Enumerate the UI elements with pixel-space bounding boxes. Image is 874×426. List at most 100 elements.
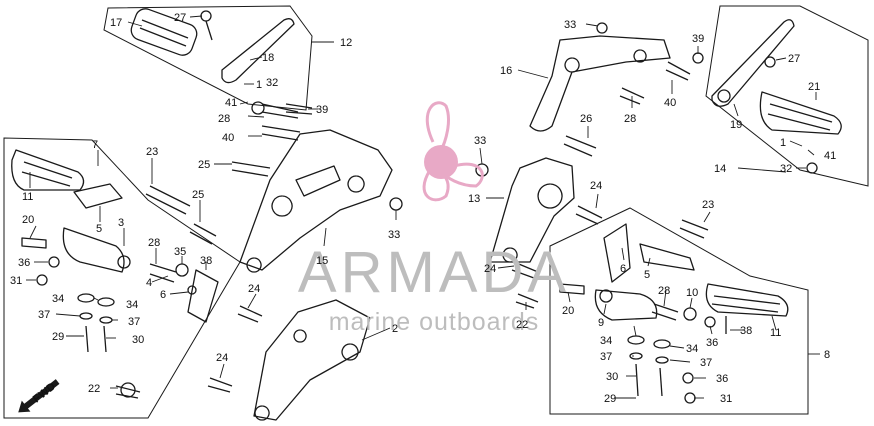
callout-8: 8 (824, 349, 830, 361)
frame-group-7 (3, 137, 241, 419)
part-peg-bar-19 (711, 19, 795, 107)
part-bracket-right-mount (603, 223, 631, 283)
callout-41-right: 41 (824, 150, 836, 162)
callout-15: 15 (316, 255, 328, 267)
part-bolt-22-right (515, 293, 539, 309)
part-bolt-25-b (189, 223, 217, 245)
part-bolt-23-right (679, 219, 709, 239)
callout-32-right: 32 (780, 163, 792, 175)
callout-30-left: 30 (132, 334, 144, 346)
group-frames (3, 5, 869, 419)
part-peg-rubber-11-left (11, 149, 85, 191)
callout-24-left-b: 24 (216, 352, 228, 364)
callout-37-right-a: 37 (600, 351, 612, 363)
frame-group-12 (103, 5, 313, 111)
part-nut-33-center-b (389, 197, 403, 211)
callout-27-left: 27 (174, 12, 186, 24)
part-peg-holder-3 (62, 227, 125, 273)
callout-20-left: 20 (22, 214, 34, 226)
part-plate-5-left (73, 183, 123, 209)
part-bracket-38-left (187, 269, 219, 323)
callout-14: 14 (714, 163, 726, 175)
callout-24-right-b: 24 (484, 263, 496, 275)
callout-1-right: 1 (780, 137, 786, 149)
part-bracket-16 (529, 35, 671, 132)
part-peg-rubber-21 (759, 91, 842, 135)
callout-30-right: 30 (606, 371, 618, 383)
part-stack-left (77, 293, 115, 353)
callout-11-right: 11 (770, 327, 781, 339)
callout-28-right: 28 (658, 285, 670, 297)
part-bolt-24-left-a (237, 305, 263, 323)
callout-19: 19 (730, 119, 742, 131)
part-washer-35 (175, 263, 189, 277)
callout-22-right: 22 (516, 319, 528, 331)
part-nut-32-right (806, 162, 818, 174)
callout-35: 35 (174, 246, 186, 258)
callout-37-left-a: 37 (38, 309, 50, 321)
callout-38-right: 38 (740, 325, 752, 337)
part-bolt-39-right (692, 52, 704, 64)
callout-41-left: 41 (225, 97, 237, 109)
part-bolts-center-left (251, 101, 313, 141)
armada-watermark: ARMADA marine outboards (298, 101, 570, 336)
callout-33-center-a: 33 (474, 135, 486, 147)
frame-group-8 (549, 207, 809, 415)
callout-22-left: 22 (88, 383, 100, 395)
callout-10: 10 (686, 287, 698, 299)
callout-34-left-b: 34 (126, 299, 138, 311)
part-nut-33-top (596, 22, 608, 34)
callout-9: 9 (598, 317, 604, 329)
callout-4: 4 (146, 277, 152, 289)
part-peg-holder-3-pivot (117, 255, 131, 269)
callout-32-left: 32 (266, 77, 278, 89)
callout-21: 21 (808, 81, 820, 93)
part-bolt-40-right (665, 61, 691, 81)
parts (11, 8, 842, 421)
part-plate-5-right (639, 243, 695, 271)
propeller-hub (424, 145, 458, 179)
callout-33-center-b: 33 (388, 229, 400, 241)
part-bolt-24-left-b (207, 377, 233, 393)
callout-37-left-b: 37 (128, 316, 140, 328)
callout-23-left: 23 (146, 146, 158, 158)
callout-36-left: 36 (18, 257, 30, 269)
part-pin-6-left (187, 285, 197, 295)
callout-36-right: 36 (706, 337, 718, 349)
callout-11-left: 11 (22, 191, 33, 203)
callout-6-right: 6 (620, 263, 626, 275)
callout-13: 13 (468, 193, 480, 205)
callout-23-right: 23 (702, 199, 714, 211)
part-stack-right (627, 335, 696, 404)
part-spring-28-right (651, 303, 679, 321)
callout-28-right-top: 28 (624, 113, 636, 125)
callout-28-top: 28 (218, 113, 230, 125)
callout-5-left: 5 (96, 223, 102, 235)
callout-3: 3 (118, 217, 124, 229)
callout-1-left: 1 (256, 79, 262, 91)
part-bolt-26-b (619, 87, 645, 105)
part-bolt-25-a (231, 161, 271, 177)
callout-5-right: 5 (644, 269, 650, 281)
part-bolt-23-left (145, 185, 191, 215)
part-spring-28-left (149, 263, 177, 283)
part-peg-rubber-11-right (705, 283, 789, 317)
callout-6-left: 6 (160, 289, 166, 301)
part-bracket-15-slot (295, 165, 341, 197)
leader-lines (26, 15, 820, 399)
part-nut-31-left (36, 274, 48, 286)
part-washer-36-left (48, 256, 60, 268)
part-bolt-26-a (563, 135, 597, 157)
part-bracket-2 (253, 299, 371, 421)
watermark-brand: ARMADA (298, 240, 570, 305)
part-bracket-13 (489, 157, 575, 263)
part-peg-rubber-17 (130, 8, 198, 56)
callout-16: 16 (500, 65, 512, 77)
callout-17: 17 (110, 17, 122, 29)
callout-31-right: 31 (720, 393, 732, 405)
part-bolt-27-top (200, 10, 212, 22)
callout-39-left: 39 (316, 104, 328, 116)
callout-26-a: 26 (580, 113, 592, 125)
callout-36-right-b: 36 (716, 373, 728, 385)
callout-28-left: 28 (148, 237, 160, 249)
